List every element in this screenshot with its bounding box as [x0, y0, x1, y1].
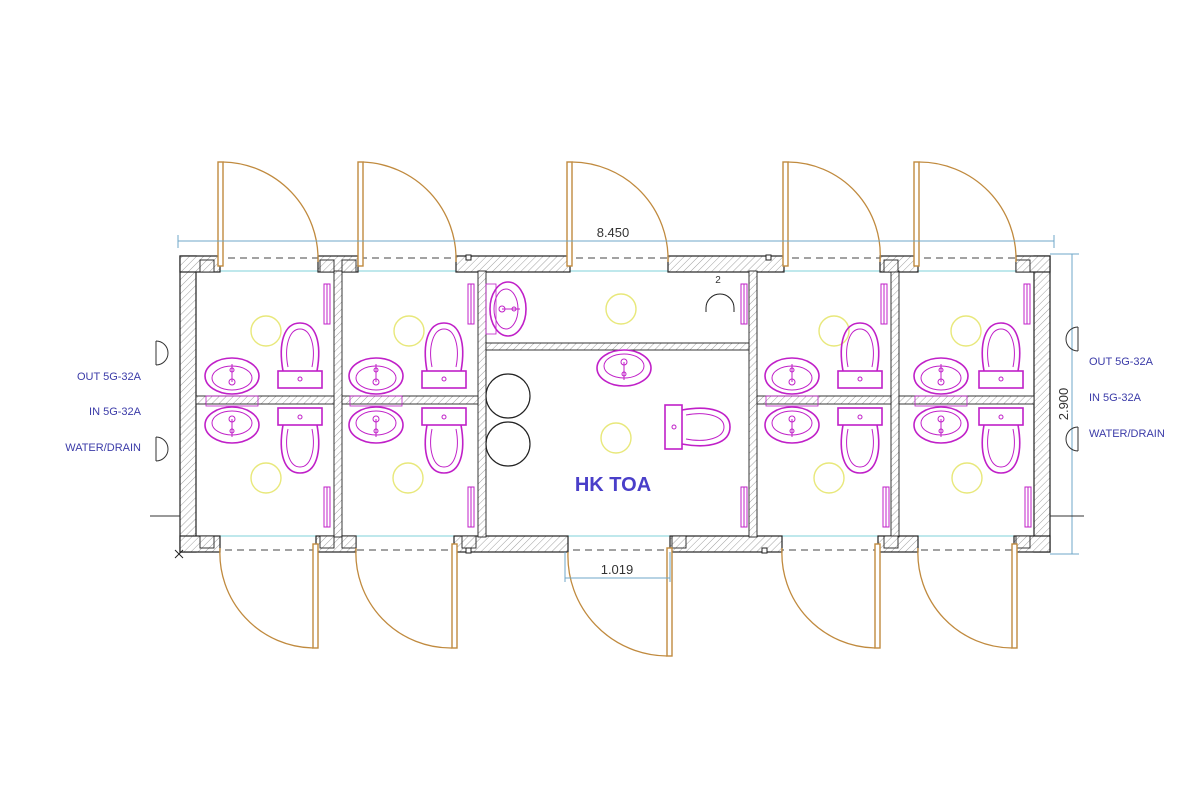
- origin-marker: [174, 549, 184, 559]
- paper-holder: [1024, 486, 1032, 528]
- washbasin: [348, 406, 404, 444]
- dimension-length-label: 8.450: [597, 225, 630, 240]
- paper-holder: [1023, 283, 1031, 325]
- toilet: [421, 322, 467, 389]
- bin: [485, 373, 531, 419]
- door-top-5: [913, 161, 1017, 267]
- service-door: 2: [705, 275, 735, 312]
- dimension-width: 2.900: [1050, 253, 1079, 555]
- washbasin: [764, 406, 820, 444]
- dimension-width-label: 2.900: [1056, 388, 1071, 421]
- bin: [485, 421, 531, 467]
- door-bottom-4: [781, 543, 881, 649]
- paper-holder: [882, 486, 890, 528]
- toilet: [277, 407, 323, 474]
- paper-holder: [740, 486, 748, 528]
- toilet: [978, 322, 1024, 389]
- paper-holder: [323, 486, 331, 528]
- wall-stubs: [199, 254, 1031, 554]
- utility-left-out: OUT 5G-32A: [77, 371, 142, 383]
- door-bottom-1: [219, 543, 319, 649]
- washbasin: [348, 357, 404, 395]
- washbasin: [764, 357, 820, 395]
- door-bottom-3: [567, 547, 673, 657]
- floor-drains: [250, 293, 983, 494]
- utility-right-in: IN 5G-32A: [1089, 392, 1142, 404]
- washbasin: [913, 357, 969, 395]
- sink-zones: [205, 283, 968, 407]
- dimension-door-label: 1.019: [601, 562, 634, 577]
- door-bottom-2: [355, 543, 458, 649]
- paper-holder: [323, 283, 331, 325]
- utilities-left: OUT 5G-32A IN 5G-32A WATER/DRAIN: [65, 340, 180, 517]
- toilet: [837, 322, 883, 389]
- toilet: [421, 407, 467, 474]
- door-top-2: [357, 161, 457, 267]
- doors-top: [217, 161, 1017, 267]
- waste-bins: [485, 373, 531, 467]
- utilities-right: OUT 5G-32A IN 5G-32A WATER/DRAIN: [1050, 326, 1165, 517]
- interior-partitions: [195, 270, 1035, 538]
- door-tag: 2: [715, 275, 721, 286]
- washbasin: [489, 281, 527, 337]
- utility-left-water: WATER/DRAIN: [65, 442, 141, 454]
- door-bottom-5: [917, 543, 1018, 649]
- dimension-door: 1.019: [564, 552, 671, 582]
- paper-holder: [467, 486, 475, 528]
- toilet: [837, 407, 883, 474]
- door-top-4: [782, 161, 881, 267]
- utility-right-out: OUT 5G-32A: [1089, 356, 1154, 368]
- plan-title: HK TOA: [575, 474, 651, 496]
- washbasins: [204, 281, 969, 444]
- washbasin: [913, 406, 969, 444]
- paper-holder: [880, 283, 888, 325]
- toilet: [277, 322, 323, 389]
- paper-holder: [740, 283, 748, 325]
- dimension-length: 8.450: [177, 225, 1055, 248]
- doors-bottom: [219, 543, 1018, 657]
- washbasin: [204, 357, 260, 395]
- utility-left-in: IN 5G-32A: [89, 406, 142, 418]
- paper-holder: [467, 283, 475, 325]
- washbasin: [204, 406, 260, 444]
- door-top-3: [566, 161, 669, 267]
- door-top-1: [217, 161, 319, 267]
- toilet: [664, 404, 731, 450]
- toilet: [978, 407, 1024, 474]
- washbasin: [596, 349, 652, 387]
- utility-right-water: WATER/DRAIN: [1089, 428, 1165, 440]
